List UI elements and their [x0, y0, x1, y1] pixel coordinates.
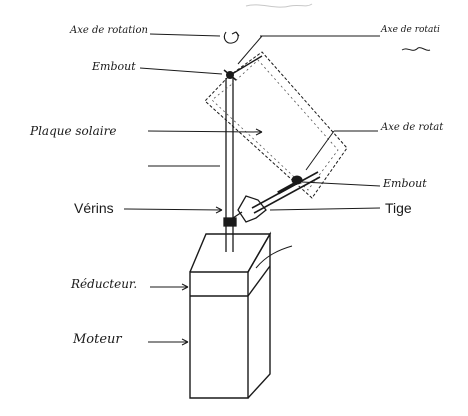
leader-moteur-arrowhead	[181, 338, 189, 346]
leader-plaque-arrowhead	[255, 128, 263, 136]
rotation-arrowhead-icon	[231, 31, 240, 37]
mast	[223, 78, 237, 252]
smudge-top	[245, 3, 313, 8]
jack-actuator	[232, 171, 321, 223]
top-right-squiggle	[401, 47, 431, 51]
label-moteur: Moteur	[73, 332, 122, 347]
jack-rod-bottom	[253, 176, 321, 214]
leader-embout-top	[139, 67, 223, 75]
axis-squiggle-icon	[401, 47, 431, 51]
housing-front-face	[189, 271, 249, 399]
label-tige: Tige	[385, 200, 412, 216]
top-embout	[223, 69, 237, 81]
top-embout-pin	[223, 69, 237, 81]
leader-verins-arrowhead	[215, 206, 223, 214]
label-plaque-solaire: Plaque solaire	[30, 124, 117, 138]
leader-axe-top	[149, 33, 221, 37]
leader-axe-mid-diagonal	[305, 130, 335, 171]
panel-axis-line	[231, 55, 263, 75]
label-embout-right: Embout	[383, 177, 427, 190]
label-axe-rotation-top: Axe de rotation	[70, 25, 148, 36]
label-axe-rotation-right: Axe de rotati	[381, 25, 440, 35]
housing-side-face	[247, 231, 271, 399]
leader-plaque	[147, 130, 263, 133]
jack-mount-hinge	[232, 211, 243, 219]
jack-embout	[291, 175, 303, 185]
leader-embout-right	[301, 181, 381, 187]
rotation-arrow-icon	[223, 31, 239, 44]
leader-tige	[269, 207, 381, 211]
jack-bracket	[237, 195, 267, 223]
mast-lower-joint	[223, 217, 237, 227]
label-reducteur: Réducteur.	[71, 277, 138, 291]
solar-panel-inner	[211, 59, 339, 191]
label-embout-top: Embout	[92, 60, 136, 73]
leader-lines	[123, 33, 381, 346]
solar-panel-outline	[204, 51, 348, 199]
leader-reducteur-arrowhead	[181, 283, 189, 291]
leader-axe-right-diagonal	[237, 35, 263, 65]
leader-housing-side	[255, 245, 293, 269]
label-axe-rotation-mid: Axe de rotat	[381, 122, 444, 133]
gearbox-motor-housing	[189, 231, 272, 399]
faint-scribble	[245, 3, 313, 8]
rotation-symbol	[223, 31, 240, 44]
leader-verins	[123, 208, 223, 211]
label-verins: Vérins	[74, 200, 114, 216]
solar-panel	[204, 51, 348, 199]
reducer-band-side	[247, 265, 271, 297]
